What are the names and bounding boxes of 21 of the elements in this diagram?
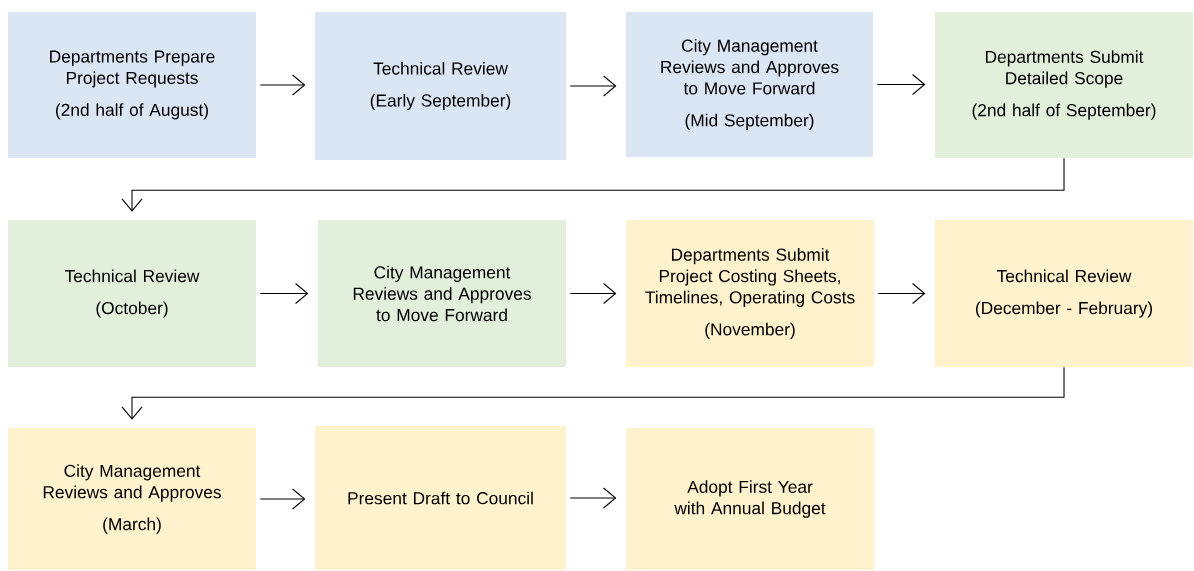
arrow <box>259 74 306 96</box>
process-box: Technical Review (October) <box>8 220 256 367</box>
process-box: City Management Reviews and Approves (March) <box>8 428 256 570</box>
process-box: Technical Review (Early September) <box>315 12 566 160</box>
process-box: Technical Review (December - February) <box>935 220 1193 367</box>
process-box: Present Draft to Council <box>315 426 566 570</box>
arrow <box>876 73 926 96</box>
arrow <box>121 366 1065 420</box>
process-box: Departments Submit Project Costing Sheets, Timelines, Operating Costs (November) <box>626 220 874 367</box>
process-box: Adopt First Year with Annual Budget <box>626 428 874 570</box>
arrow <box>569 487 617 509</box>
arrow <box>569 282 617 305</box>
arrow <box>259 282 309 305</box>
arrow <box>259 488 306 510</box>
process-box: City Management Reviews and Approves to Move Forward (Mid September) <box>626 11 873 158</box>
process-box: City Management Reviews and Approves to Move Forward <box>318 220 566 367</box>
arrow <box>121 157 1065 212</box>
arrow <box>877 282 926 305</box>
process-box: Departments Submit Detailed Scope (2nd half of September) <box>935 12 1193 158</box>
arrow <box>569 75 617 97</box>
process-box: Departments Prepare Project Requests (2nd half of August) <box>8 12 256 158</box>
